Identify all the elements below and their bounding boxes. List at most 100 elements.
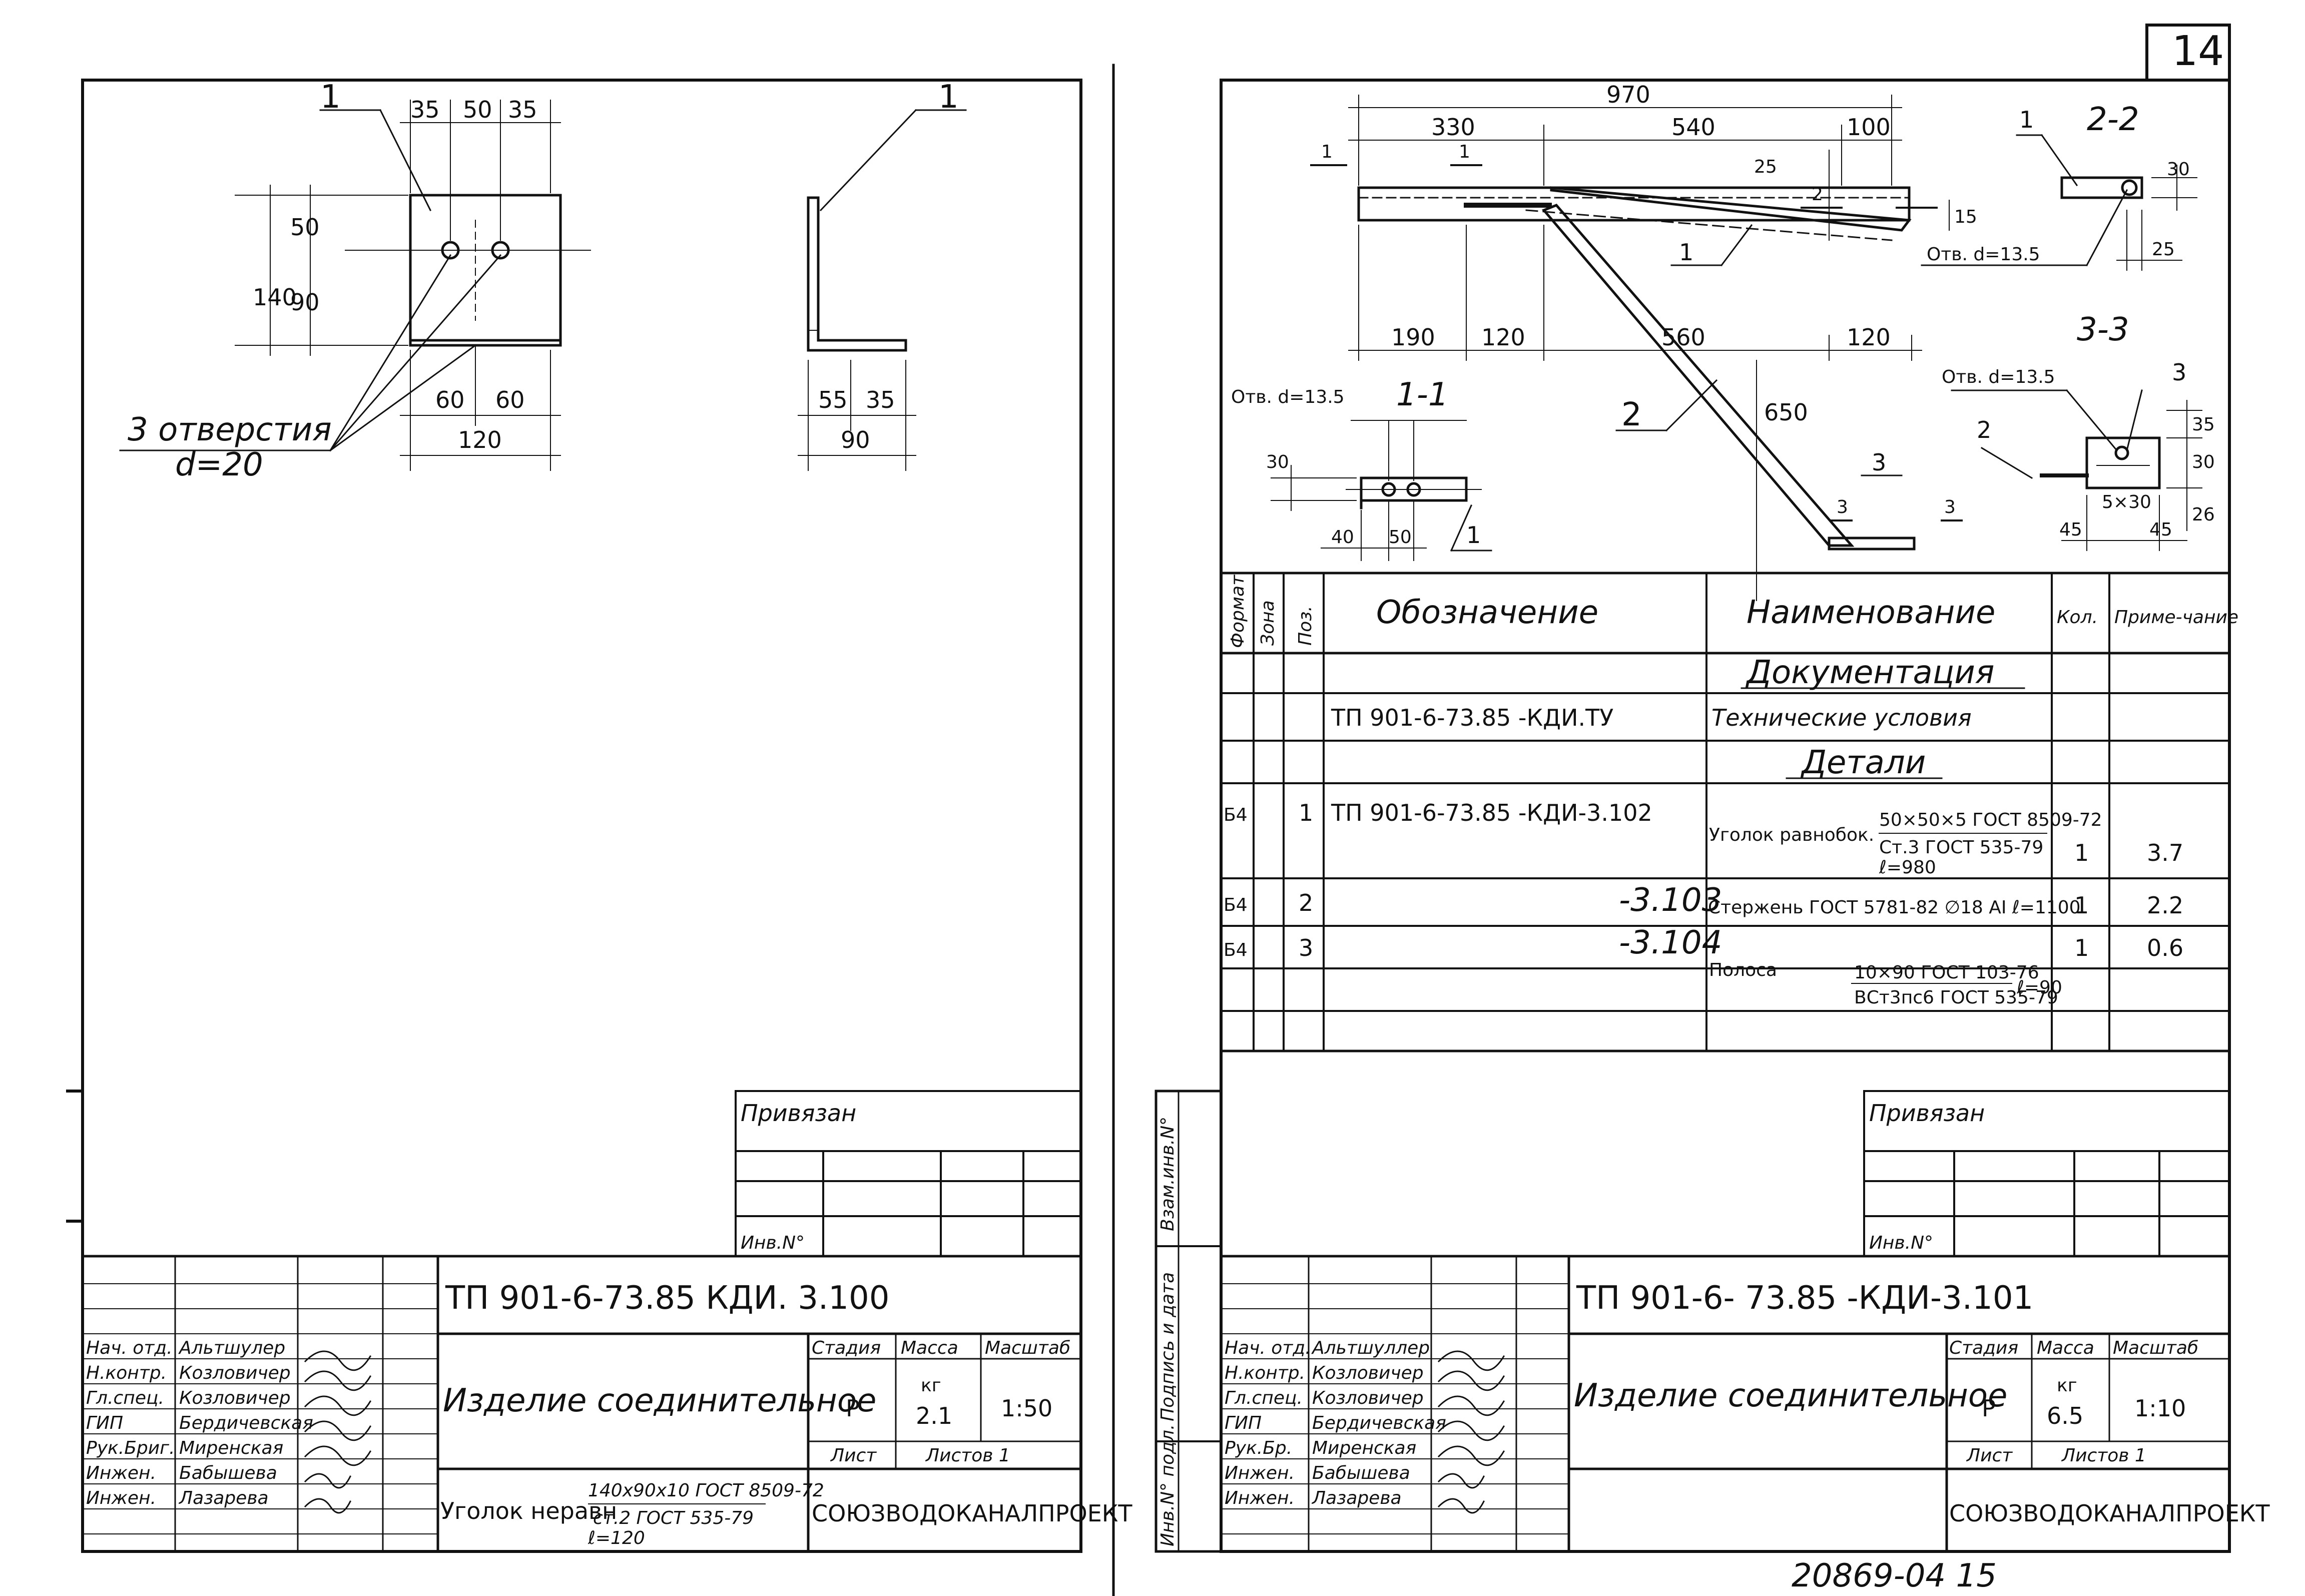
dim-120-a: 120 bbox=[1481, 324, 1525, 351]
right-signatures bbox=[1437, 1350, 1505, 1514]
spec-row1-pos: 1 bbox=[1299, 799, 1313, 826]
right-name-6: Лазарева bbox=[1311, 1488, 1402, 1508]
sec11-dim-40: 40 bbox=[1331, 527, 1354, 548]
right-assembly-view bbox=[1310, 95, 1963, 601]
section-1-1-marker: 1 bbox=[1321, 142, 1333, 162]
right-name-2: Козловичер bbox=[1312, 1388, 1424, 1408]
dim-15: 15 bbox=[1954, 207, 1977, 227]
dim-190: 190 bbox=[1391, 324, 1435, 351]
left-side-pos-1-label: 1 bbox=[938, 79, 959, 116]
right-role-2: Гл.спец. bbox=[1225, 1388, 1303, 1408]
right-name-1: Козловичер bbox=[1312, 1363, 1424, 1383]
dim-540: 540 bbox=[1671, 114, 1715, 141]
right-stage-value: Р bbox=[1982, 1395, 1996, 1422]
left-name-2: Козловичер bbox=[179, 1388, 291, 1408]
spec-row1-name-bottom: Ст.3 ГОСТ 535-79 bbox=[1879, 837, 2043, 858]
left-role-6: Инжен. bbox=[86, 1488, 156, 1508]
dim-90-vertical: 90 bbox=[290, 289, 320, 316]
left-org-name: СОЮЗВОДОКАНАЛПРОЕКТ bbox=[812, 1500, 1132, 1527]
header-pos: Поз. bbox=[1295, 606, 1316, 646]
dim-120: 120 bbox=[458, 426, 502, 453]
left-binding-title: Привязан bbox=[741, 1100, 856, 1127]
dim-100: 100 bbox=[1847, 114, 1891, 141]
left-role-3: ГИП bbox=[86, 1413, 123, 1433]
sec11-dim-30: 30 bbox=[1266, 452, 1289, 472]
left-sheets-header: Листов 1 bbox=[925, 1445, 1010, 1466]
sec22-dim-25: 25 bbox=[2152, 239, 2175, 260]
left-angle-front-view bbox=[119, 100, 591, 471]
spec-row3-format: Б4 bbox=[1224, 940, 1248, 960]
right-mass-value: 6.5 bbox=[2047, 1402, 2083, 1429]
side-stamp-signature-date: Подпись и дата bbox=[1158, 1272, 1178, 1421]
right-section-3-3 bbox=[1951, 389, 2202, 551]
right-binding-title: Привязан bbox=[1869, 1100, 1985, 1127]
spec-row1-name-top: 50×50×5 ГОСТ 8509-72 bbox=[1879, 810, 2102, 830]
hole-note-3-3: Отв. d=13.5 bbox=[1942, 367, 2055, 387]
spec-row2-note: 2.2 bbox=[2147, 892, 2183, 919]
sec33-dim-45-a: 45 bbox=[2059, 519, 2082, 540]
dim-650: 650 bbox=[1764, 399, 1808, 426]
side-stamp-replace-inv: Взам.инв.N° bbox=[1158, 1117, 1178, 1231]
right-name-4: Миренская bbox=[1312, 1438, 1416, 1458]
sec33-dim-26: 26 bbox=[2192, 504, 2215, 525]
sec33-pos-3: 3 bbox=[2172, 359, 2186, 386]
right-role-6: Инжен. bbox=[1225, 1488, 1295, 1508]
dim-90-horizontal: 90 bbox=[841, 426, 870, 453]
spec-section-docs: Документация bbox=[1745, 654, 1994, 691]
left-signatures bbox=[304, 1350, 372, 1514]
holes-note: 3 отверстия bbox=[128, 411, 332, 448]
dim-970: 970 bbox=[1606, 81, 1650, 108]
sec33-dim-5x30: 5×30 bbox=[2102, 492, 2151, 512]
left-name-5: Бабышева bbox=[179, 1463, 277, 1483]
spec-doc-designation: ТП 901-6-73.85 -КДИ.ТУ bbox=[1331, 704, 1613, 731]
header-name: Наименование bbox=[1747, 594, 1995, 631]
dim-35-b: 35 bbox=[508, 96, 537, 123]
left-scale-value: 1:50 bbox=[1001, 1395, 1052, 1422]
side-stamp-original-inv: Инв.N° подл. bbox=[1158, 1424, 1178, 1546]
right-org-name: СОЮЗВОДОКАНАЛПРОЕКТ bbox=[1949, 1500, 2270, 1527]
left-role-1: Н.контр. bbox=[86, 1363, 167, 1383]
right-role-3: ГИП bbox=[1225, 1413, 1262, 1433]
right-sheet-header: Лист bbox=[1966, 1445, 2013, 1466]
spec-row1-format: Б4 bbox=[1224, 805, 1248, 825]
dim-55: 55 bbox=[818, 386, 848, 413]
assembly-pos-1: 1 bbox=[1679, 239, 1693, 266]
spec-row3-name-length: ℓ=90 bbox=[2016, 977, 2062, 998]
left-name-4: Миренская bbox=[179, 1438, 283, 1458]
spec-row2-pos: 2 bbox=[1299, 889, 1313, 916]
right-scale-header: Масштаб bbox=[2113, 1338, 2198, 1358]
sec33-dim-45-b: 45 bbox=[2149, 519, 2172, 540]
header-note: Приме-чание bbox=[2114, 607, 2238, 628]
right-name-0: Альтшуллер bbox=[1311, 1338, 1430, 1358]
left-role-2: Гл.спец. bbox=[86, 1388, 164, 1408]
left-role-4: Рук.Бриг. bbox=[86, 1438, 175, 1458]
right-name-5: Бабышева bbox=[1312, 1463, 1410, 1483]
right-role-4: Рук.Бр. bbox=[1225, 1438, 1292, 1458]
right-scale-value: 1:10 bbox=[2134, 1395, 2186, 1422]
left-mass-header: Масса bbox=[901, 1338, 958, 1358]
section-1-1-title: 1-1 bbox=[1396, 376, 1449, 413]
sec11-dim-50: 50 bbox=[1389, 527, 1412, 548]
page-number: 14 bbox=[2172, 28, 2224, 75]
left-angle-side-view bbox=[798, 109, 967, 471]
right-title-block bbox=[1220, 1255, 2231, 1553]
spec-doc-name: Технические условия bbox=[1711, 704, 1972, 731]
left-mass-value: 2.1 bbox=[916, 1402, 952, 1429]
left-title-block bbox=[81, 1255, 1082, 1553]
hole-note-2-2: Отв. d=13.5 bbox=[1927, 244, 2040, 265]
right-role-1: Н.контр. bbox=[1225, 1363, 1305, 1383]
sec22-pos-1: 1 bbox=[2019, 106, 2034, 133]
spec-row1-qty: 1 bbox=[2074, 839, 2089, 866]
left-product-name: Изделие соединительное bbox=[443, 1382, 876, 1419]
assembly-pos-2: 2 bbox=[1621, 396, 1642, 433]
header-qty: Кол. bbox=[2057, 607, 2098, 628]
section-2-2-title: 2-2 bbox=[2087, 101, 2139, 138]
right-spec-table-grid bbox=[1220, 572, 2231, 1052]
left-sheet-header: Лист bbox=[830, 1445, 877, 1466]
spec-row2-designation: -3.103 bbox=[1619, 882, 1722, 919]
section-2-2-marker: 2 bbox=[1812, 184, 1823, 205]
header-zone: Зона bbox=[1258, 600, 1278, 646]
left-stage-header: Стадия bbox=[812, 1338, 881, 1358]
hole-note-1-1: Отв. d=13.5 bbox=[1231, 387, 1345, 407]
spec-row3-name-bottom: ВСт3пс6 ГОСТ 535-79 bbox=[1854, 987, 2058, 1008]
